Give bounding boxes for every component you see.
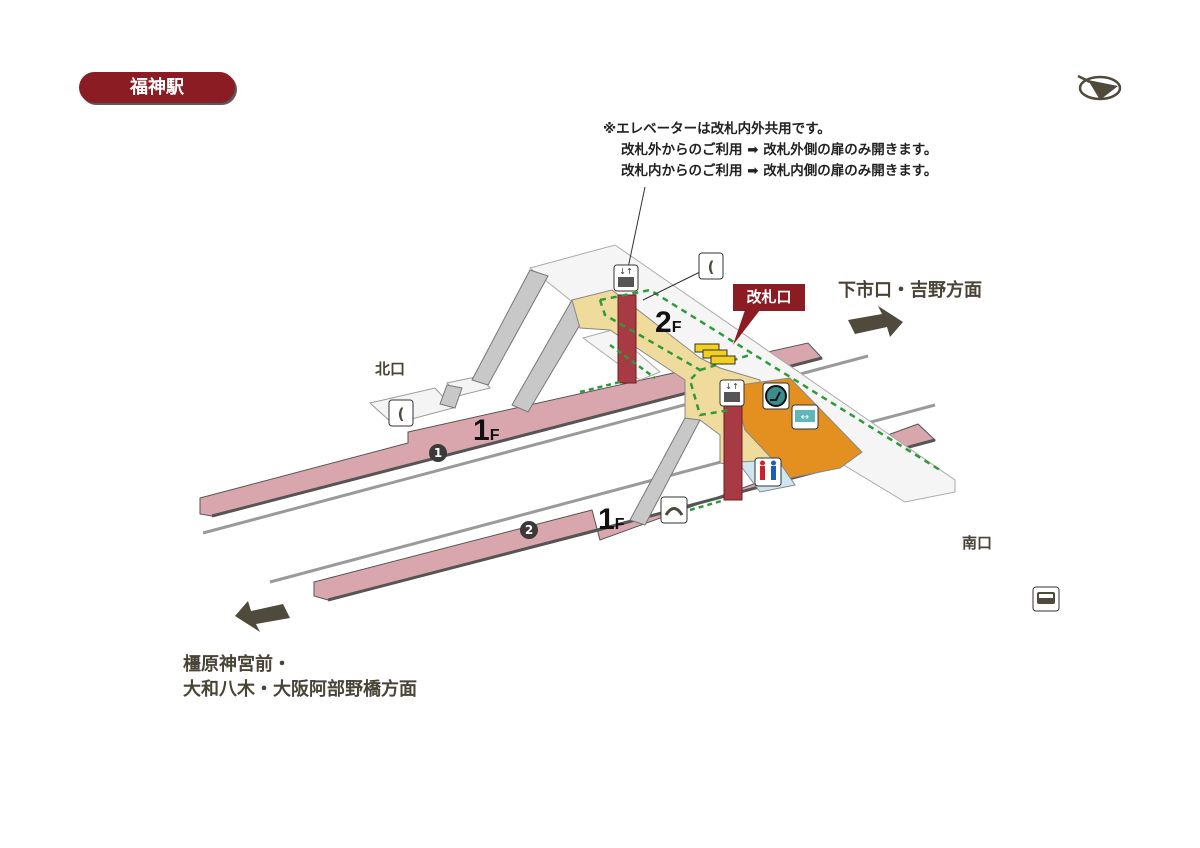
- direction-up-label: 下市口・吉野方面: [838, 280, 982, 301]
- phone-icon: (: [698, 252, 724, 280]
- floor-label-1f-platform-1: 1F: [473, 414, 499, 448]
- floor-unit: F: [671, 319, 682, 336]
- elevator-note: ※エレベーターは改札内外共用です。 改札外からのご利用 ➡ 改札外側の扉のみ開き…: [603, 119, 937, 182]
- svg-text:(: (: [398, 405, 405, 423]
- floor-unit: F: [614, 516, 625, 533]
- direction-down-label-1: 橿原神宮前・: [183, 654, 291, 675]
- platform-2-badge: [520, 521, 538, 539]
- elevator-icon: ↓↑: [719, 379, 745, 407]
- svg-text:↓↑: ↓↑: [725, 382, 738, 391]
- svg-text:(: (: [708, 258, 715, 276]
- south-exit-label: 南口: [962, 534, 993, 552]
- station-name-badge: 福神駅: [79, 72, 235, 103]
- elevator-icon: ↓↑: [613, 264, 639, 292]
- arrow-down-direction-icon: [235, 601, 290, 632]
- note-line: ※エレベーターは改札内外共用です。: [603, 121, 831, 137]
- pillar: [617, 294, 637, 384]
- svg-text:↔: ↔: [801, 412, 809, 423]
- waiting-room-icon: [762, 382, 790, 410]
- floor-number: 1: [473, 414, 490, 447]
- svg-text:↓↑: ↓↑: [619, 267, 632, 276]
- note-line: 改札内からのご利用 ➡ 改札内側の扉のみ開きます。: [621, 163, 938, 179]
- transfer-icon: ↔: [791, 404, 819, 430]
- platform-1-number: 1: [433, 446, 443, 460]
- phone-icon: (: [388, 399, 414, 427]
- north-exit-label: 北口: [375, 360, 406, 378]
- note-line: 改札外からのご利用 ➡ 改札外側の扉のみ開きます。: [621, 142, 938, 158]
- route-path: [599, 288, 941, 472]
- arrow-up-direction-icon: [848, 306, 903, 337]
- floor-number: 1: [598, 503, 615, 536]
- ticket-gate-icon: [694, 343, 736, 365]
- route-path: [598, 299, 731, 417]
- platform-1: [199, 342, 823, 517]
- platform-2: [313, 423, 936, 601]
- restroom-icon: [754, 457, 782, 487]
- stairs-north-1: [439, 269, 701, 526]
- floor-number: 2: [655, 306, 672, 339]
- leader-line: [627, 186, 646, 269]
- ticket-gate-label: 改札口: [733, 284, 805, 311]
- direction-down-label-2: 大和八木・大阪阿部野橋方面: [183, 679, 417, 700]
- platform-2-number: 2: [524, 523, 534, 537]
- floor-unit: F: [489, 427, 500, 444]
- floor-label-1f-platform-2: 1F: [598, 503, 624, 537]
- floor-label-2f: 2F: [655, 306, 681, 340]
- washroom-icon: [660, 496, 688, 524]
- platform-1-badge: [429, 444, 447, 462]
- bus-icon: [1032, 586, 1060, 612]
- compass-icon: [1077, 74, 1122, 101]
- gate-pointer: [733, 310, 760, 345]
- pillar: [723, 399, 743, 501]
